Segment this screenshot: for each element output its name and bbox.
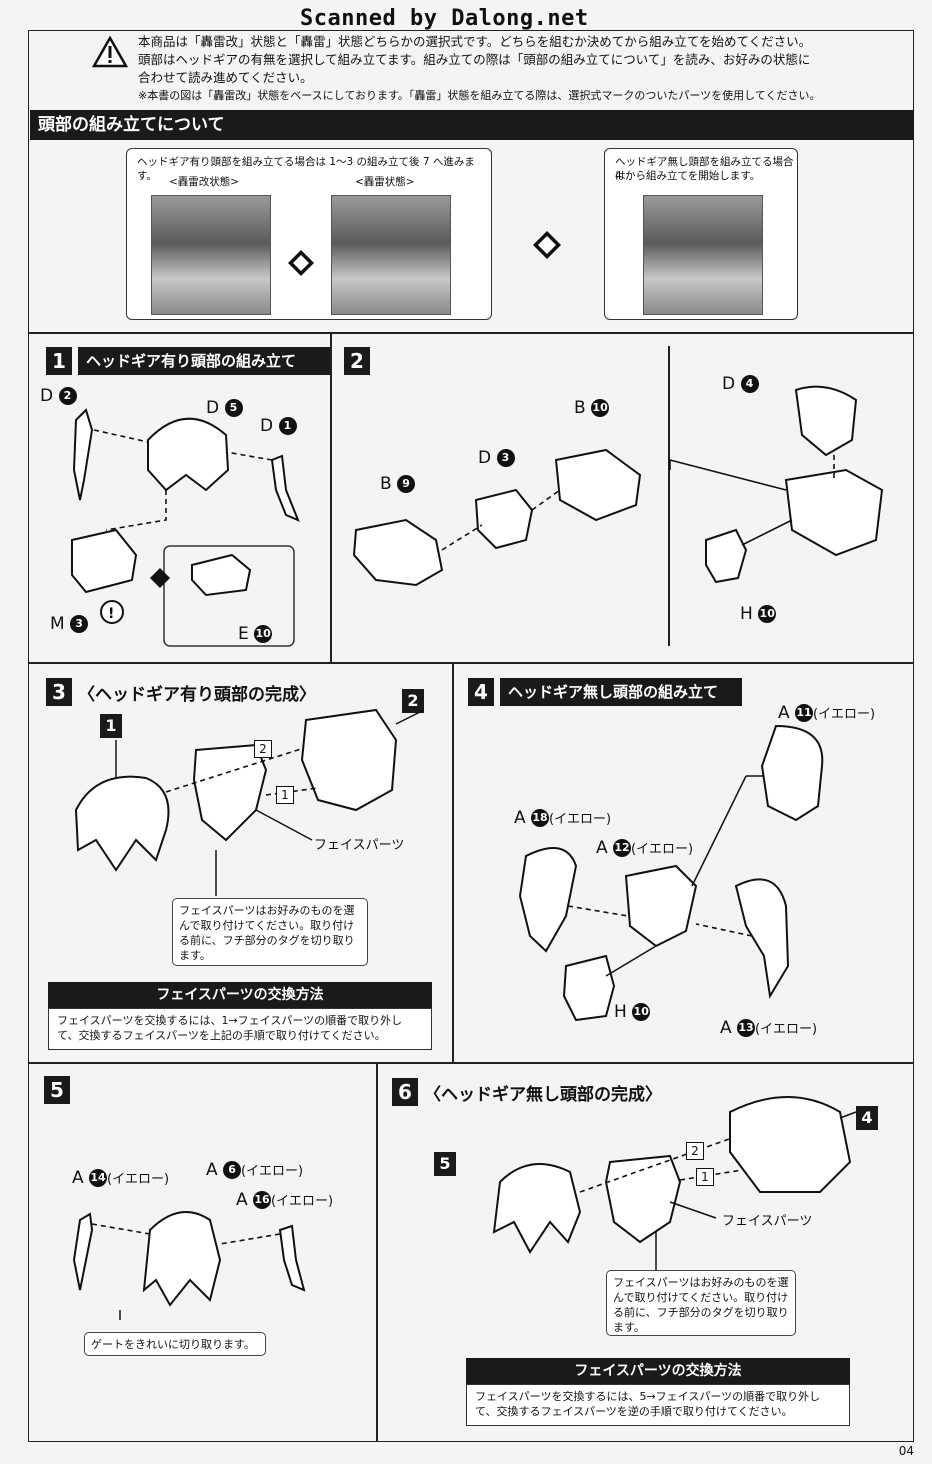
step-1-title: ヘッドギア有り頭部の組み立て bbox=[78, 347, 330, 375]
section-title: 頭部の組み立てについて bbox=[30, 110, 914, 140]
step-3-exchange-title: フェイスパーツの交換方法 bbox=[48, 982, 432, 1008]
step-4-diagram bbox=[518, 724, 824, 1022]
order-tag-1: 1 bbox=[696, 1168, 714, 1186]
part-label-a16: A 16(イエロー) bbox=[236, 1190, 334, 1210]
part-label-m3: M 3 bbox=[50, 614, 89, 634]
selection-mark-icon bbox=[533, 231, 561, 259]
part-label-b9: B 9 bbox=[380, 474, 416, 494]
part-label-b10: B 10 bbox=[574, 398, 610, 418]
gourai-state-label: <轟雷状態> bbox=[355, 176, 415, 188]
step-2-diagram bbox=[352, 385, 884, 587]
divider bbox=[330, 332, 332, 662]
part-label-e10: E 10 bbox=[238, 624, 273, 644]
no-gear-head-photo bbox=[643, 195, 763, 315]
step-3-ref-1: 1 bbox=[100, 714, 122, 738]
step-1-diagram: ! bbox=[71, 408, 300, 647]
step-1-number: 1 bbox=[46, 347, 72, 375]
divider bbox=[28, 662, 914, 664]
step-6-number: 6 bbox=[392, 1078, 418, 1106]
order-tag-1: 1 bbox=[276, 786, 294, 804]
page-number: 04 bbox=[898, 1444, 914, 1458]
step-2-divider bbox=[668, 346, 670, 646]
warning-block: 本商品は「轟雷改」状態と「轟雷」状態どちらかの選択式です。どちらを組むか決めてか… bbox=[138, 33, 878, 105]
part-label-d5: D 5 bbox=[206, 398, 243, 418]
warning-icon bbox=[92, 36, 128, 68]
without-headgear-option-box: ヘッドギア無し頭部を組み立てる場合は 4 から組み立てを開始します。 bbox=[604, 148, 798, 320]
part-label-a18: A 18(イエロー) bbox=[514, 808, 612, 828]
order-tag-2: 2 bbox=[254, 740, 272, 758]
part-label-h10: H 10 bbox=[614, 1002, 651, 1022]
step-6-ref-4: 4 bbox=[856, 1106, 878, 1130]
part-label-d3: D 3 bbox=[478, 448, 515, 468]
face-parts-label: フェイスパーツ bbox=[722, 1214, 813, 1229]
part-label-d1: D 1 bbox=[260, 416, 297, 436]
step-5-diagram bbox=[72, 1211, 306, 1320]
part-label-a12: A 12(イエロー) bbox=[596, 838, 694, 858]
order-tag-2: 2 bbox=[686, 1142, 704, 1160]
with-headgear-text: ヘッドギア有り頭部を組み立てる場合は 1〜3 の組み立て後 7 へ進みます。 bbox=[137, 156, 475, 182]
watermark-text: Scanned by Dalong.net bbox=[300, 6, 589, 31]
step-3-number: 3 bbox=[46, 678, 72, 706]
kai-head-photo bbox=[151, 195, 271, 315]
step-5-number: 5 bbox=[44, 1076, 70, 1104]
selection-mark-icon bbox=[288, 250, 314, 276]
gourai-head-photo bbox=[331, 195, 451, 315]
without-headgear-text-1: ヘッドギア無し頭部を組み立てる場合は bbox=[615, 156, 794, 182]
step-6-diagram bbox=[492, 1096, 857, 1276]
divider bbox=[376, 1062, 378, 1442]
step-3-note: フェイスパーツはお好みのものを選んで取り付けてください。取り付ける前に、フチ部分… bbox=[172, 898, 368, 966]
part-label-d4: D 4 bbox=[722, 374, 759, 394]
part-label-a6: A 6(イエロー) bbox=[206, 1160, 304, 1180]
step-5-note: ゲートをきれいに切り取ります。 bbox=[84, 1332, 266, 1356]
step-4-title: ヘッドギア無し頭部の組み立て bbox=[500, 678, 742, 706]
step-6-title: 〈ヘッドギア無し頭部の完成〉 bbox=[424, 1085, 662, 1105]
warning-line-3: 合わせて読み進めてください。 bbox=[138, 70, 313, 85]
step-3-title: 〈ヘッドギア有り頭部の完成〉 bbox=[78, 685, 316, 705]
divider bbox=[28, 332, 914, 334]
step-3-exchange-text: フェイスパーツを交換するには、1→フェイスパーツの順番で取り外して、交換するフェ… bbox=[48, 1008, 432, 1050]
step-3-diagram bbox=[74, 708, 425, 896]
step-6-ref-5: 5 bbox=[434, 1152, 456, 1176]
with-headgear-option-box: ヘッドギア有り頭部を組み立てる場合は 1〜3 の組み立て後 7 へ進みます。 <… bbox=[126, 148, 492, 320]
warning-line-2: 頭部はヘッドギアの有無を選択して組み立てます。組み立ての際は「頭部の組み立てにつ… bbox=[138, 52, 811, 67]
warning-line-1: 本商品は「轟雷改」状態と「轟雷」状態どちらかの選択式です。どちらを組むか決めてか… bbox=[138, 34, 812, 49]
part-label-a14: A 14(イエロー) bbox=[72, 1168, 170, 1188]
step-3-ref-2: 2 bbox=[402, 689, 424, 713]
step-6-exchange-text: フェイスパーツを交換するには、5→フェイスパーツの順番で取り外して、交換するフェ… bbox=[466, 1384, 850, 1426]
face-parts-label: フェイスパーツ bbox=[314, 838, 405, 853]
without-headgear-text-2: 4 から組み立てを開始します。 bbox=[615, 170, 761, 182]
part-label-d2: D 2 bbox=[40, 386, 77, 406]
divider bbox=[452, 662, 454, 1062]
part-label-a11: A 11(イエロー) bbox=[778, 703, 876, 723]
step-4-number: 4 bbox=[468, 678, 494, 706]
step-2-number: 2 bbox=[344, 347, 370, 375]
step-6-note: フェイスパーツはお好みのものを選んで取り付けてください。取り付ける前に、フチ部分… bbox=[606, 1270, 796, 1336]
part-label-a13: A 13(イエロー) bbox=[720, 1018, 818, 1038]
divider bbox=[28, 1062, 914, 1064]
svg-text:!: ! bbox=[108, 606, 114, 622]
step-6-exchange-title: フェイスパーツの交換方法 bbox=[466, 1358, 850, 1384]
page-frame bbox=[28, 30, 914, 1442]
part-label-h10: H 10 bbox=[740, 604, 777, 624]
warning-note: ※本書の図は「轟雷改」状態をベースにしております。「轟雷」状態を組み立てる際は、… bbox=[138, 89, 821, 102]
kai-state-label: <轟雷改状態> bbox=[169, 176, 240, 188]
